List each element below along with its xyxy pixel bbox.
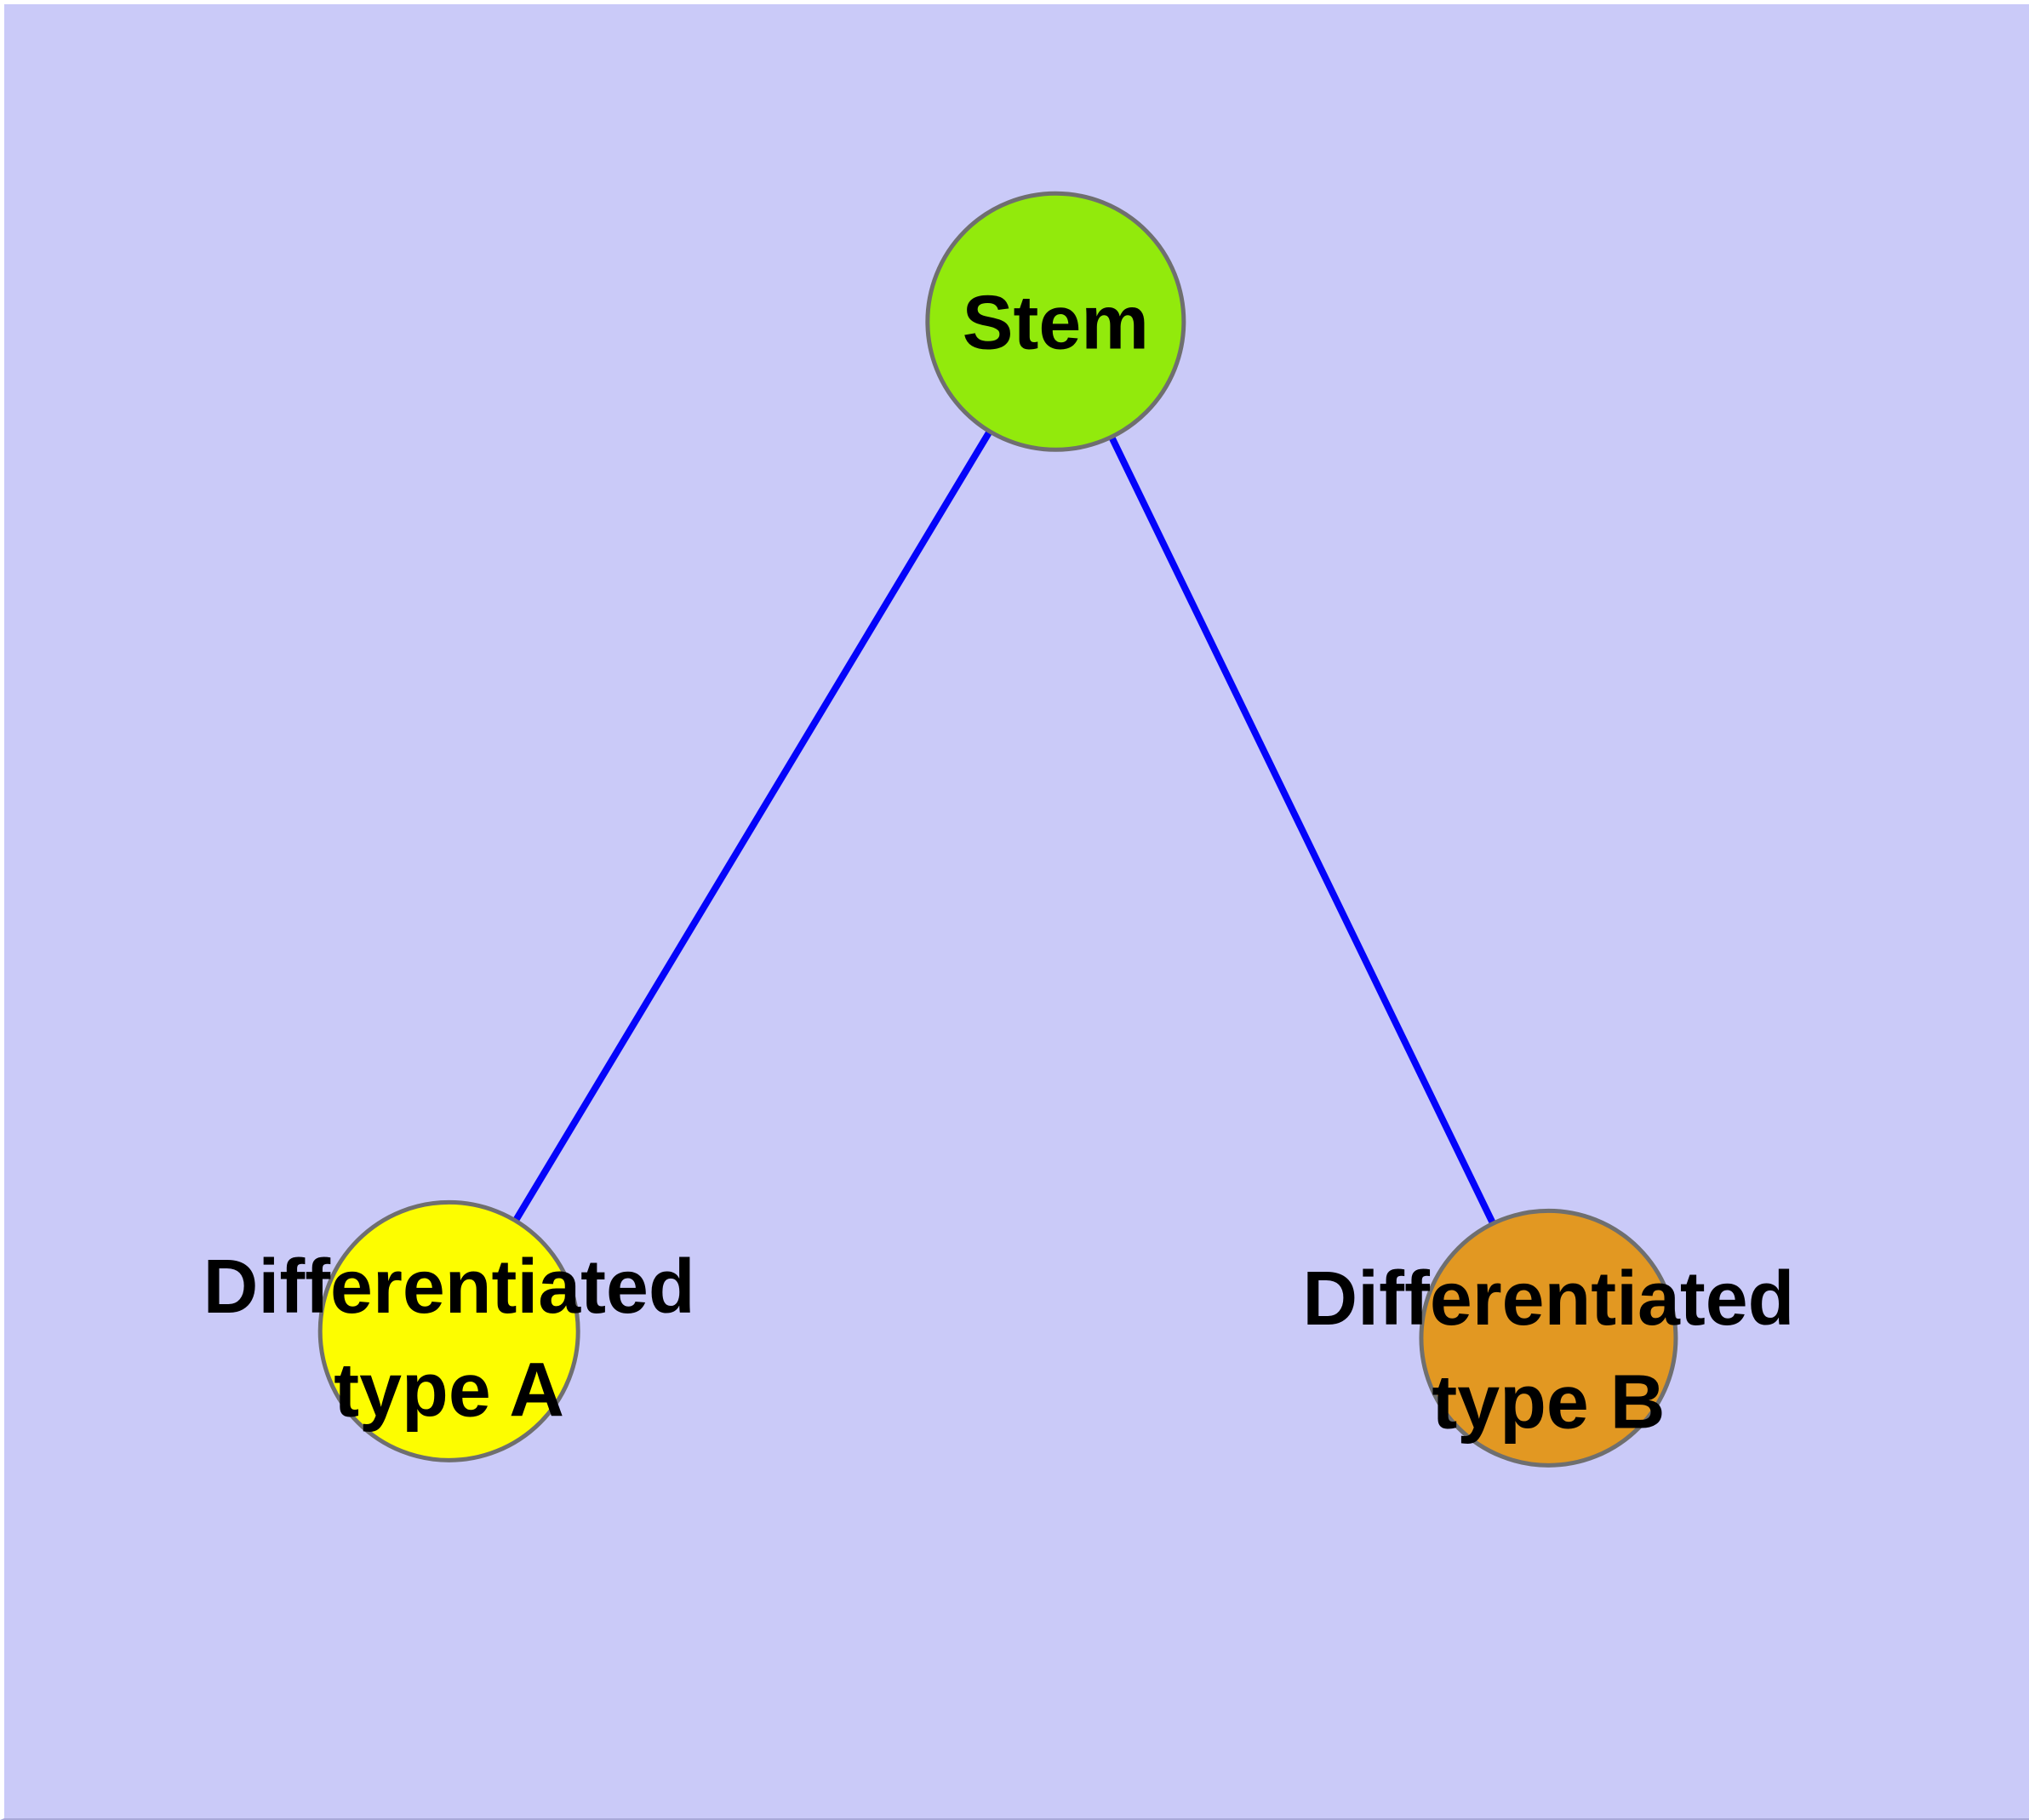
- node-type-b-circle: [1419, 1208, 1678, 1468]
- node-type-a-label-line1: Differentiated: [203, 1245, 695, 1330]
- node-stem-circle: [925, 191, 1186, 452]
- node-stem: Stem: [925, 191, 1186, 452]
- stem-cell-differentiation-diagram: Stem Differentiated type A Differentiate…: [5, 4, 2028, 1818]
- edge-stem-to-type-a: [446, 319, 1059, 1333]
- node-type-a-label-line2: type A: [334, 1348, 564, 1434]
- node-type-b-label-line1: Differentiated: [1302, 1256, 1794, 1342]
- node-differentiated-type-b: Differentiated type B: [1302, 1208, 1794, 1468]
- node-type-b-label-line2: type B: [1432, 1360, 1665, 1445]
- node-differentiated-type-a: Differentiated type A: [203, 1199, 695, 1462]
- edge-stem-to-type-b: [1052, 320, 1552, 1340]
- node-stem-label: Stem: [963, 281, 1149, 366]
- node-type-a-circle: [317, 1199, 580, 1462]
